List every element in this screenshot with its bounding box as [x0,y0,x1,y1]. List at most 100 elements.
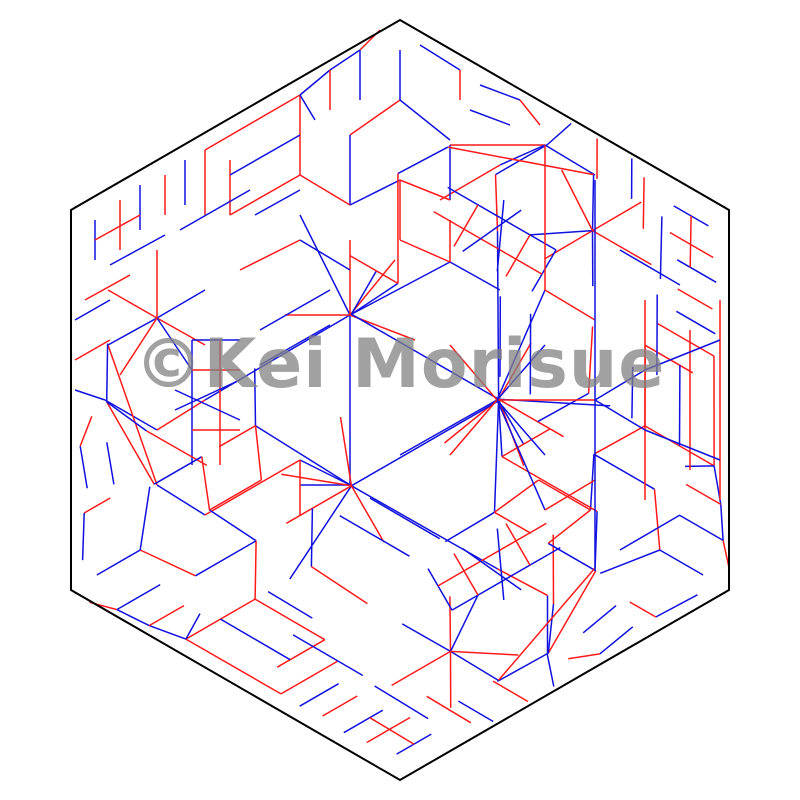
mountain-fold-line-170 [391,650,451,687]
valley-fold-line-21 [299,239,351,271]
mountain-fold-line-97 [644,344,694,374]
mountain-fold-line-90 [592,229,652,266]
valley-fold-line-24 [179,189,251,231]
valley-fold-line-77 [479,84,521,101]
mountain-fold-line-190 [322,695,358,717]
mountain-fold-line-204 [505,523,531,566]
valley-fold-line-189 [343,709,384,734]
valley-fold-line-140 [547,542,597,572]
valley-fold-line-229 [139,486,151,551]
valley-fold-line-50 [299,459,351,486]
mountain-fold-line-244 [449,344,498,401]
fold-lines [74,29,730,755]
mountain-fold-line-156 [629,601,657,618]
valley-fold-line-139 [547,604,555,654]
valley-fold-line-162 [255,425,352,487]
valley-fold-line-169 [450,650,499,682]
mountain-fold-line-177 [276,639,326,668]
mountain-fold-line-234 [209,479,262,511]
valley-fold-line-113 [659,216,663,280]
mountain-fold-line-147 [653,489,661,551]
valley-fold-line-230 [195,540,257,577]
valley-fold-line-193 [374,685,429,720]
valley-fold-line-225 [116,583,161,611]
valley-fold-line-142 [720,504,724,541]
valley-fold-line-148 [659,549,704,576]
valley-fold-line-8 [156,289,206,319]
mountain-fold-line-124 [453,204,479,247]
valley-fold-line-58 [544,144,596,176]
mountain-fold-line-175 [185,638,282,695]
mountain-fold-line-127 [447,146,594,176]
mountain-fold-line-122 [433,210,543,275]
mountain-fold-line-158 [568,653,600,660]
valley-fold-line-72 [349,179,401,206]
valley-fold-line-38 [104,399,158,431]
hexagon-paper-outline [70,18,730,782]
valley-fold-line-235 [81,512,85,561]
valley-fold-line-197 [546,655,555,687]
mountain-fold-line-96 [657,322,715,357]
valley-fold-line-237 [79,445,88,489]
valley-fold-line-251 [594,399,646,431]
mountain-fold-line-196 [492,680,529,703]
valley-fold-line-252 [594,369,646,401]
mountain-fold-line-132 [350,255,399,285]
valley-fold-line-185 [339,514,410,557]
mountain-fold-line-123 [505,234,531,277]
mountain-fold-line-12 [107,289,158,319]
valley-fold-line-155 [655,594,698,618]
valley-fold-line-33 [109,234,166,266]
mountain-fold-line-238 [79,416,93,447]
mountain-fold-line-224 [148,604,185,627]
mountain-fold-line-119 [494,174,499,232]
valley-fold-line-59 [499,144,546,166]
valley-fold-line-220 [153,456,203,485]
mountain-fold-line-92 [592,201,642,232]
valley-fold-line-239 [106,442,115,485]
valley-fold-line-109 [676,259,717,283]
valley-fold-line-46 [174,379,241,411]
mountain-fold-line-257 [544,289,596,321]
valley-fold-line-69 [399,99,451,141]
valley-fold-line-117 [547,122,572,146]
mountain-fold-line-166 [286,485,352,524]
mountain-fold-line-137 [547,570,597,654]
valley-fold-line-168 [401,623,451,653]
mountain-fold-line-135 [494,479,540,513]
valley-fold-line-181 [310,508,314,567]
mountain-fold-line-217 [106,401,155,485]
mountain-fold-line-178 [254,598,326,641]
mountain-fold-line-207 [497,567,596,681]
valley-fold-line-173 [449,594,479,652]
mountain-fold-line-165 [350,485,385,543]
valley-fold-line-45 [174,389,241,421]
mountain-fold-line-231 [254,540,257,600]
mountain-fold-line-258 [544,479,596,511]
valley-fold-line-195 [458,700,494,723]
mountain-fold-line-192 [369,717,415,745]
valley-fold-line-120 [531,249,557,292]
valley-fold-line-219 [106,401,147,432]
valley-fold-line-2 [349,261,451,316]
mountain-fold-line-34 [84,274,131,301]
valley-fold-line-160 [351,400,499,487]
mountain-fold-line-20 [239,239,301,271]
mountain-fold-line-236 [83,497,111,514]
valley-fold-line-242 [399,399,498,456]
valley-fold-line-149 [599,549,661,574]
mountain-fold-line-227 [139,549,196,577]
mountain-fold-line-199 [497,568,548,597]
mountain-fold-line-73 [399,179,451,201]
valley-fold-line-253 [644,339,721,371]
mountain-fold-line-188 [366,716,411,744]
mountain-fold-line-100 [587,326,594,394]
valley-fold-line-82 [493,399,500,513]
mountain-fold-line-94 [561,169,594,231]
mountain-fold-line-18 [229,174,301,216]
mountain-fold-line-202 [437,522,547,587]
mountain-fold-line-233 [201,456,211,511]
mountain-fold-line-209 [501,455,598,513]
valley-fold-line-125 [462,209,522,253]
